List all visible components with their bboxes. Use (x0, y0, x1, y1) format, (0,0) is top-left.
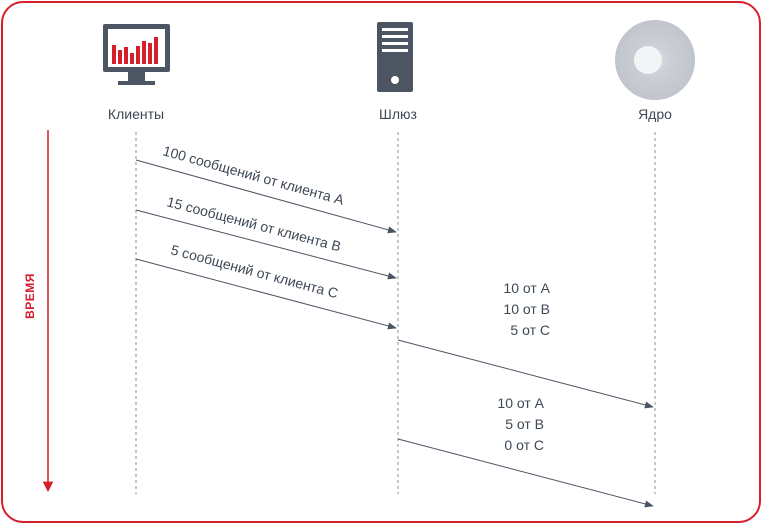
message-arrow-b (135, 209, 397, 280)
batch-1-line-c: 5 от C (510, 322, 550, 338)
batch-1-line-b: 10 от B (503, 301, 550, 317)
batch-2-line-a: 10 от A (497, 395, 544, 411)
time-axis-label: ВРЕМЯ (23, 273, 37, 319)
participant-label-core: Ядро (638, 106, 672, 122)
batch-2-line-b: 5 от B (505, 416, 544, 432)
message-label-c: 5 сообщений от клиента C (169, 241, 340, 301)
message-arrow-c (135, 258, 397, 330)
participant-label-clients: Клиенты (108, 106, 164, 122)
batch-1-line-a: 10 от A (503, 280, 550, 296)
server-tower-icon (377, 22, 413, 92)
message-arrow-a (135, 159, 397, 234)
disc-icon (615, 20, 695, 100)
message-label-b: 15 сообщений от клиента B (165, 193, 343, 254)
batch-label-2: 10 от A 5 от B 0 от C (497, 395, 544, 453)
batch-label-1: 10 от A 10 от B 5 от C (503, 280, 550, 338)
participant-label-gateway: Шлюз (379, 106, 417, 122)
batch-arrow-2 (397, 438, 654, 508)
batch-2-line-c: 0 от C (504, 437, 544, 453)
batch-arrow-1 (397, 339, 654, 409)
monitor-bar-chart-icon (103, 24, 170, 85)
